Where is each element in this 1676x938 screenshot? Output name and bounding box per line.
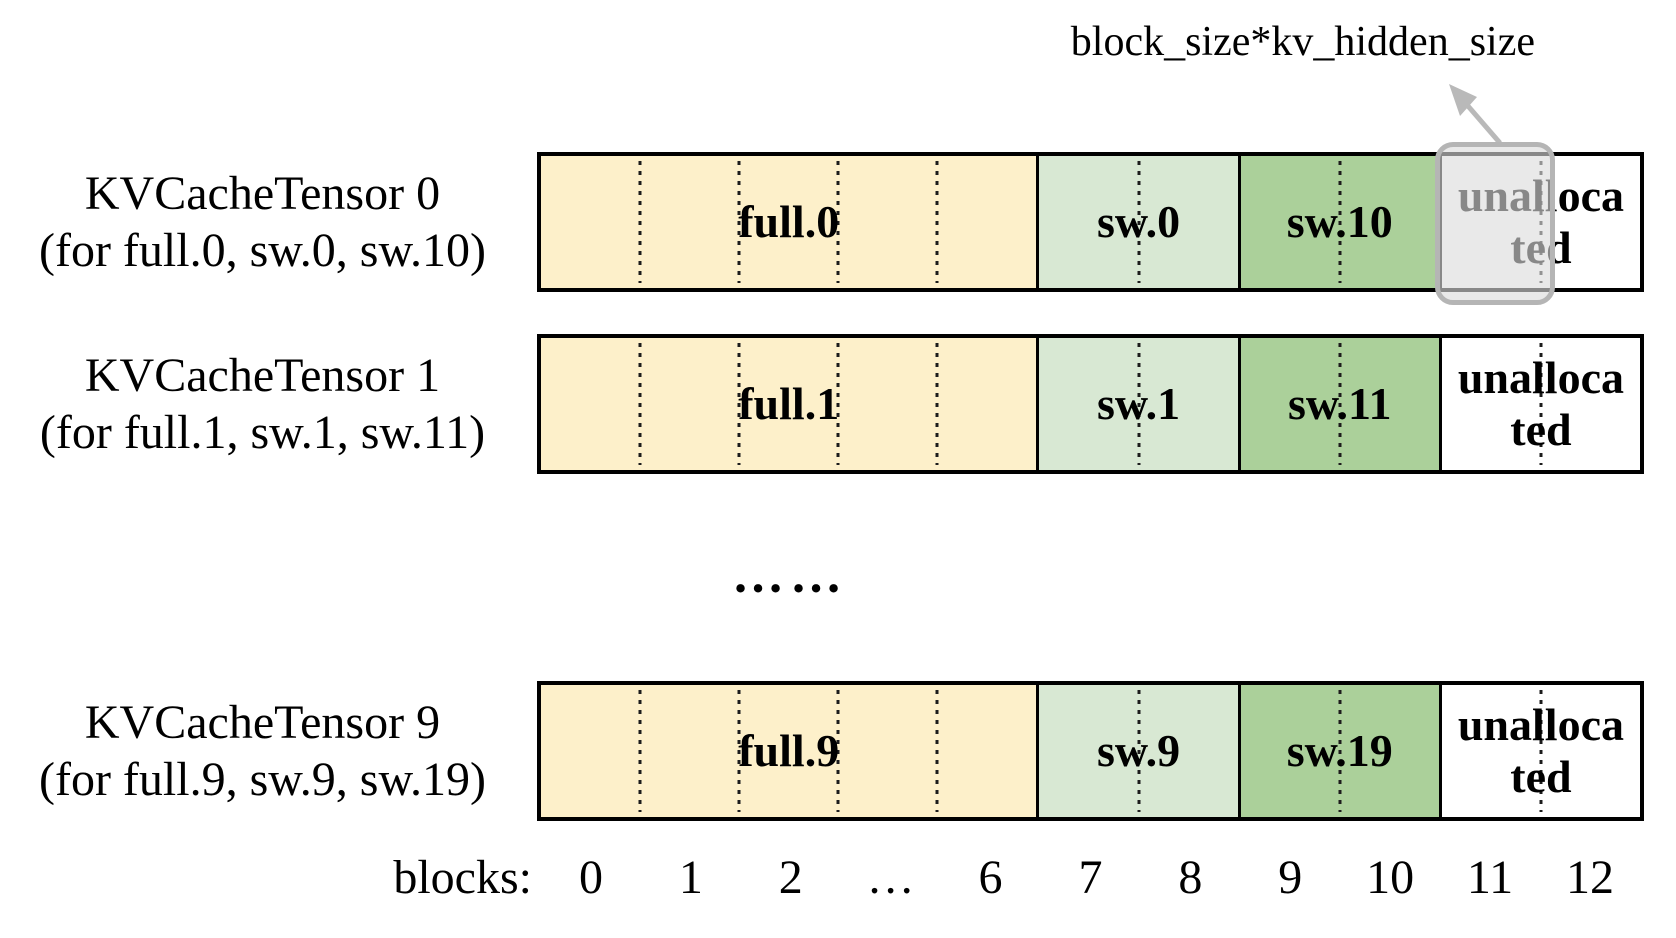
block-divider-dotted — [638, 161, 642, 283]
block-divider-dotted — [836, 690, 840, 812]
tensor-name: KVCacheTensor 9 — [84, 696, 441, 749]
block-divider-dotted — [638, 343, 642, 465]
block-divider-dotted — [935, 343, 939, 465]
block-divider-dotted — [737, 690, 741, 812]
block-divider-dotted — [935, 161, 939, 283]
block-tick-…: … — [866, 851, 915, 904]
block-divider-dotted — [1539, 343, 1543, 465]
segment-sw_light: sw.9 — [1036, 685, 1238, 817]
tensor-sublabel: (for full.9, sw.9, sw.19) — [38, 753, 487, 806]
segment-sw_light: sw.0 — [1036, 156, 1238, 288]
tensor-sublabel: (for full.1, sw.1, sw.11) — [39, 406, 486, 459]
block-tick-1: 1 — [678, 851, 703, 904]
block-divider-dotted — [737, 343, 741, 465]
tensor-row-label: KVCacheTensor 1(for full.1, sw.1, sw.11) — [15, 347, 510, 461]
block-tick-6: 6 — [978, 851, 1003, 904]
segment-label: full.1 — [738, 378, 840, 429]
segment-label: full.0 — [738, 196, 840, 247]
tensor-sublabel: (for full.0, sw.0, sw.10) — [38, 224, 487, 277]
segment-label: sw.9 — [1097, 725, 1181, 776]
highlighted-block-outline — [1435, 142, 1555, 305]
segment-label: sw.1 — [1097, 378, 1181, 429]
block-divider-dotted — [638, 690, 642, 812]
segment-label: full.9 — [738, 725, 840, 776]
segment-sw_dark: sw.19 — [1237, 685, 1439, 817]
block-divider-dotted — [1137, 161, 1141, 283]
block-tick-10: 10 — [1366, 851, 1415, 904]
block-divider-dotted — [1137, 690, 1141, 812]
block-tick-11: 11 — [1466, 851, 1514, 904]
blocks-axis-label: blocks: — [393, 851, 532, 904]
block-tick-7: 7 — [1078, 851, 1103, 904]
segment-label-line: unalloca — [1457, 352, 1624, 403]
segment-sw_dark: sw.10 — [1237, 156, 1439, 288]
block-divider-dotted — [1338, 690, 1342, 812]
tensor-row-label: KVCacheTensor 0(for full.0, sw.0, sw.10) — [15, 165, 510, 279]
block-tick-2: 2 — [778, 851, 803, 904]
tensor-name: KVCacheTensor 1 — [84, 349, 441, 402]
block-divider-dotted — [1338, 343, 1342, 465]
tensor-row-label: KVCacheTensor 9(for full.9, sw.9, sw.19) — [15, 694, 510, 808]
segment-full: full.9 — [541, 685, 1037, 817]
block-divider-dotted — [1338, 161, 1342, 283]
block-divider-dotted — [1137, 343, 1141, 465]
segment-sw_light: sw.1 — [1036, 338, 1238, 470]
segment-label: sw.11 — [1287, 378, 1392, 429]
block-tick-12: 12 — [1565, 851, 1614, 904]
segment-label: sw.0 — [1097, 196, 1181, 247]
block-divider-dotted — [1539, 690, 1543, 812]
tensor-name: KVCacheTensor 0 — [84, 167, 441, 220]
segment-label-line: ted — [1510, 404, 1572, 455]
block-divider-dotted — [836, 343, 840, 465]
block-tick-8: 8 — [1178, 851, 1203, 904]
block-divider-dotted — [935, 690, 939, 812]
block-size-annotation: block_size*kv_hidden_size — [1070, 19, 1535, 65]
block-tick-9: 9 — [1278, 851, 1303, 904]
segment-sw_dark: sw.11 — [1237, 338, 1439, 470]
segment-full: full.0 — [541, 156, 1037, 288]
segment-label: sw.10 — [1286, 196, 1393, 247]
more-rows-ellipsis: …… — [732, 547, 848, 604]
segment-full: full.1 — [541, 338, 1037, 470]
segment-label-line: ted — [1510, 751, 1572, 802]
block-divider-dotted — [836, 161, 840, 283]
block-divider-dotted — [737, 161, 741, 283]
segment-label-line: unalloca — [1457, 699, 1624, 750]
block-tick-0: 0 — [578, 851, 603, 904]
segment-label: sw.19 — [1286, 725, 1393, 776]
